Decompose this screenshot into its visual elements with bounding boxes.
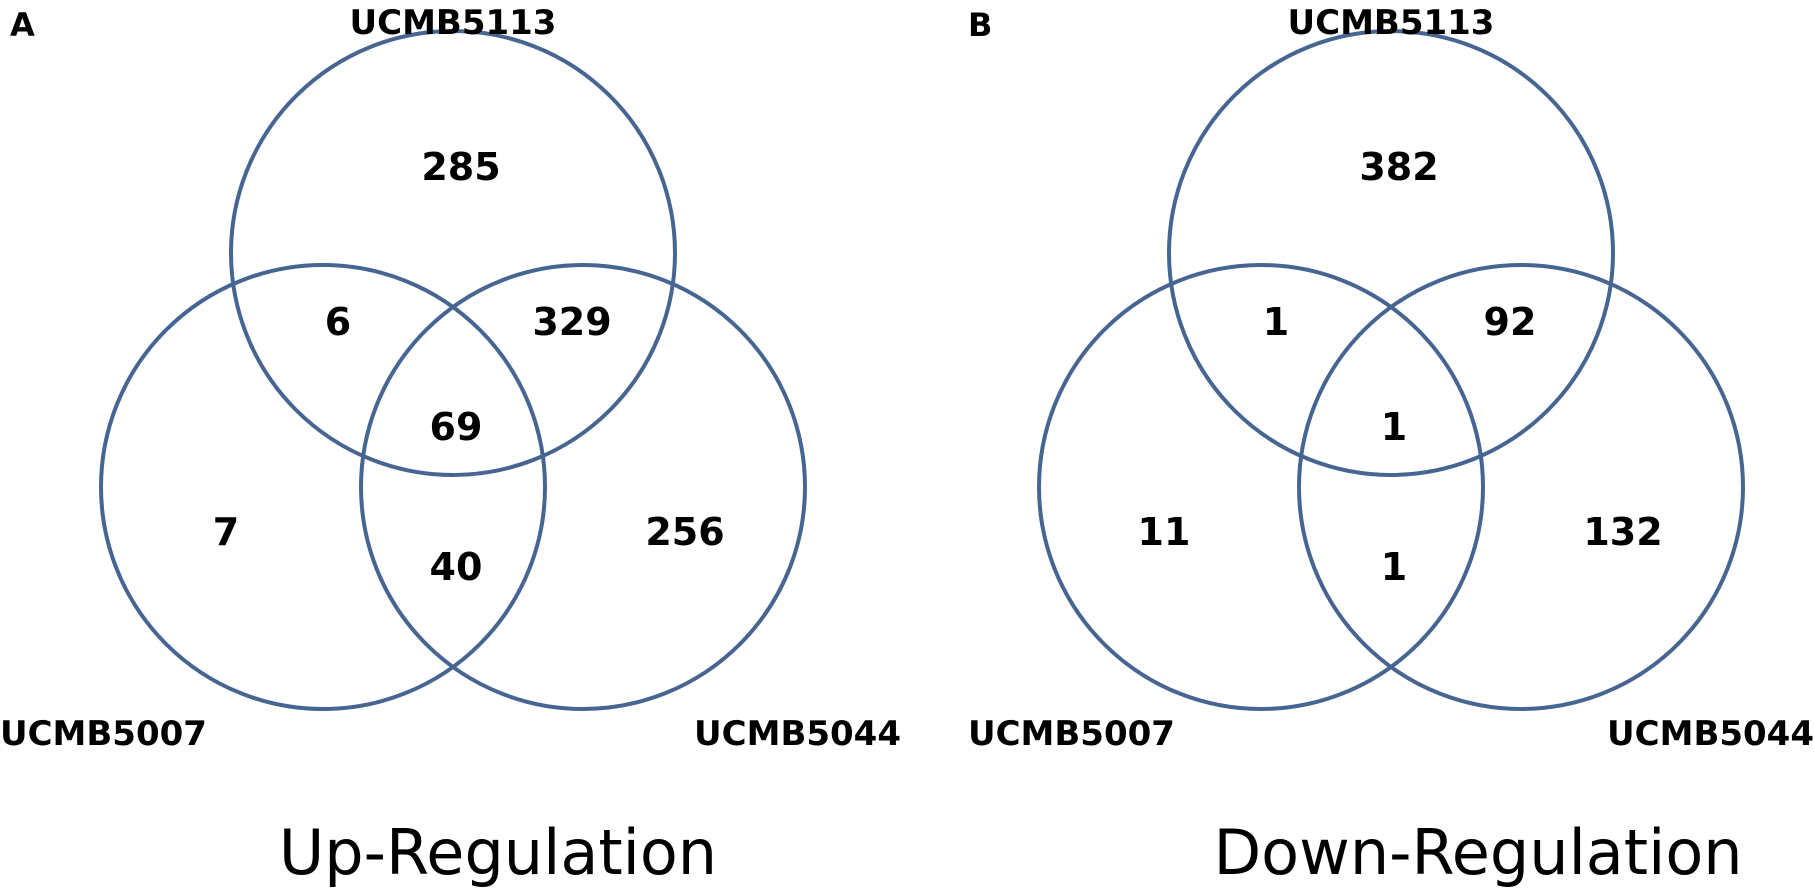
set-circle-left <box>1037 263 1485 711</box>
panel-a-up-regulation: A UCMB5113 UCMB5007 UCMB5044 285 6 329 6… <box>0 3 901 888</box>
panel-caption: Down-Regulation <box>1213 816 1742 888</box>
count-all-three: 69 <box>430 405 483 449</box>
panel-letter: B <box>968 6 992 44</box>
count-left-only: 7 <box>213 510 239 554</box>
panel-caption: Up-Regulation <box>279 816 717 888</box>
count-right-only: 132 <box>1583 510 1662 554</box>
count-top-only: 382 <box>1359 145 1438 189</box>
count-right-only: 256 <box>645 510 724 554</box>
set-circle-right <box>1297 263 1745 711</box>
set-circle-right <box>359 263 807 711</box>
set-label-right: UCMB5044 <box>1607 714 1814 754</box>
count-left-only: 11 <box>1138 510 1191 554</box>
set-label-left: UCMB5007 <box>968 714 1175 754</box>
set-label-top: UCMB5113 <box>1288 3 1495 43</box>
count-all-three: 1 <box>1381 405 1407 449</box>
panel-b-down-regulation: B UCMB5113 UCMB5007 UCMB5044 382 1 92 1 … <box>968 3 1814 888</box>
set-label-left: UCMB5007 <box>0 714 207 754</box>
count-top-right: 329 <box>532 300 611 344</box>
count-left-right: 1 <box>1381 545 1407 589</box>
set-circle-left <box>99 263 547 711</box>
count-top-left: 1 <box>1263 300 1289 344</box>
set-label-right: UCMB5044 <box>694 714 901 754</box>
set-label-top: UCMB5113 <box>350 3 557 43</box>
count-top-right: 92 <box>1484 300 1537 344</box>
count-left-right: 40 <box>430 545 483 589</box>
panel-letter: A <box>10 6 35 44</box>
count-top-left: 6 <box>325 300 351 344</box>
set-circle-top <box>1167 29 1615 477</box>
set-circle-top <box>229 29 677 477</box>
count-top-only: 285 <box>421 145 500 189</box>
